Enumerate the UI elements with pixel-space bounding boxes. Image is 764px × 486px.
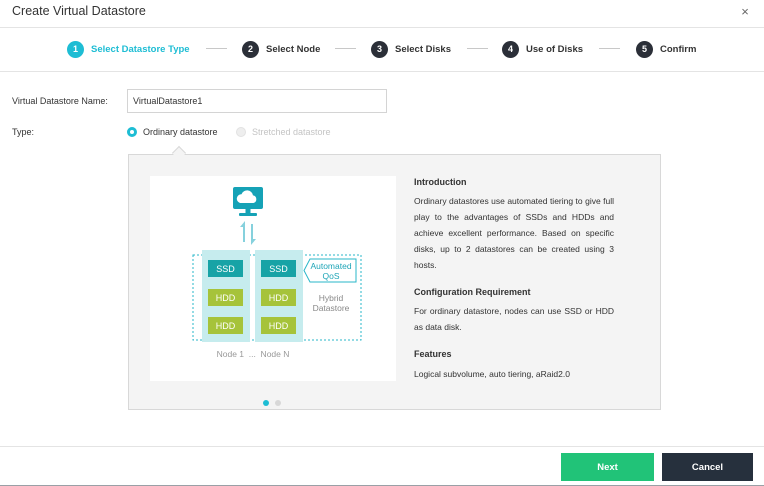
dialog-footer — [0, 446, 764, 486]
step-number: 4 — [502, 40, 519, 58]
datastore-name-input[interactable] — [127, 89, 387, 113]
carousel-dot-2[interactable] — [275, 400, 281, 406]
step-connector — [467, 48, 488, 49]
step-label: Select Datastore Type — [91, 43, 190, 55]
step-number: 1 — [67, 40, 84, 58]
radio-stretched-datastore[interactable]: Stretched datastore — [236, 125, 331, 139]
next-button[interactable]: Next — [561, 453, 654, 481]
cancel-button[interactable]: Cancel — [662, 453, 753, 481]
config-body: For ordinary datastore, nodes can use SS… — [414, 306, 614, 332]
svg-text:HDD: HDD — [269, 293, 289, 303]
step-connector — [599, 48, 620, 49]
node-1-hdd-2: HDD — [208, 317, 243, 334]
step-connector — [206, 48, 227, 49]
intro-heading: Introduction — [414, 177, 467, 187]
step-select-node: 2 Select Node — [242, 40, 320, 58]
svg-text:Automated: Automated — [310, 261, 351, 271]
step-use-of-disks: 4 Use of Disks — [502, 40, 583, 58]
radio-indicator — [127, 127, 137, 137]
step-number: 2 — [242, 40, 259, 58]
radio-label: Stretched datastore — [252, 127, 331, 137]
svg-text:QoS: QoS — [322, 271, 339, 281]
hybrid-label-line1: Hybrid — [319, 293, 344, 303]
svg-text:HDD: HDD — [216, 321, 236, 331]
node-1-ssd: SSD — [208, 260, 243, 277]
step-confirm: 5 Confirm — [636, 40, 696, 58]
node-n-hdd-2: HDD — [261, 317, 296, 334]
features-heading: Features — [414, 349, 452, 359]
dialog-header: Create Virtual Datastore × — [0, 0, 764, 28]
config-heading: Configuration Requirement — [414, 287, 531, 297]
automated-qos-tag: Automated QoS — [303, 258, 357, 283]
step-connector — [335, 48, 356, 49]
step-select-disks: 3 Select Disks — [371, 40, 451, 58]
node-n-hdd-1: HDD — [261, 289, 296, 306]
step-select-datastore-type: 1 Select Datastore Type — [67, 40, 190, 58]
step-label: Select Node — [266, 43, 321, 55]
svg-text:SSD: SSD — [269, 264, 288, 274]
step-number: 3 — [371, 40, 388, 58]
dialog-title: Create Virtual Datastore — [12, 4, 146, 18]
node-n-ssd: SSD — [261, 260, 296, 277]
node-1-hdd-1: HDD — [208, 289, 243, 306]
bidirectional-arrow-icon — [240, 221, 256, 245]
wizard-stepper: 1 Select Datastore Type 2 Select Node 3 … — [0, 28, 764, 72]
hybrid-label-line2: Datastore — [313, 303, 350, 313]
radio-label: Ordinary datastore — [143, 127, 218, 137]
step-label: Use of Disks — [526, 43, 584, 55]
radio-indicator — [236, 127, 246, 137]
hybrid-datastore-diagram: SSD HDD HDD SSD HDD HDD Automated QoS — [150, 176, 396, 381]
step-label: Confirm — [660, 43, 697, 55]
svg-text:HDD: HDD — [269, 321, 289, 331]
diagram-svg: SSD HDD HDD SSD HDD HDD Automated QoS — [192, 187, 362, 359]
intro-body: Ordinary datastores use automated tierin… — [414, 196, 614, 270]
step-label: Select Disks — [395, 43, 451, 55]
carousel-dot-1[interactable] — [263, 400, 269, 406]
svg-text:HDD: HDD — [216, 293, 236, 303]
cloud-monitor-icon — [233, 187, 263, 216]
node-caption: Node 1 ... Node N — [217, 349, 290, 359]
type-field-label: Type: — [12, 127, 35, 137]
svg-text:SSD: SSD — [216, 264, 235, 274]
close-icon[interactable]: × — [741, 4, 749, 19]
radio-ordinary-datastore[interactable]: Ordinary datastore — [127, 125, 218, 139]
step-number: 5 — [636, 40, 653, 58]
features-body: Logical subvolume, auto tiering, aRaid2.… — [414, 369, 570, 379]
name-field-label: Virtual Datastore Name: — [12, 96, 108, 106]
